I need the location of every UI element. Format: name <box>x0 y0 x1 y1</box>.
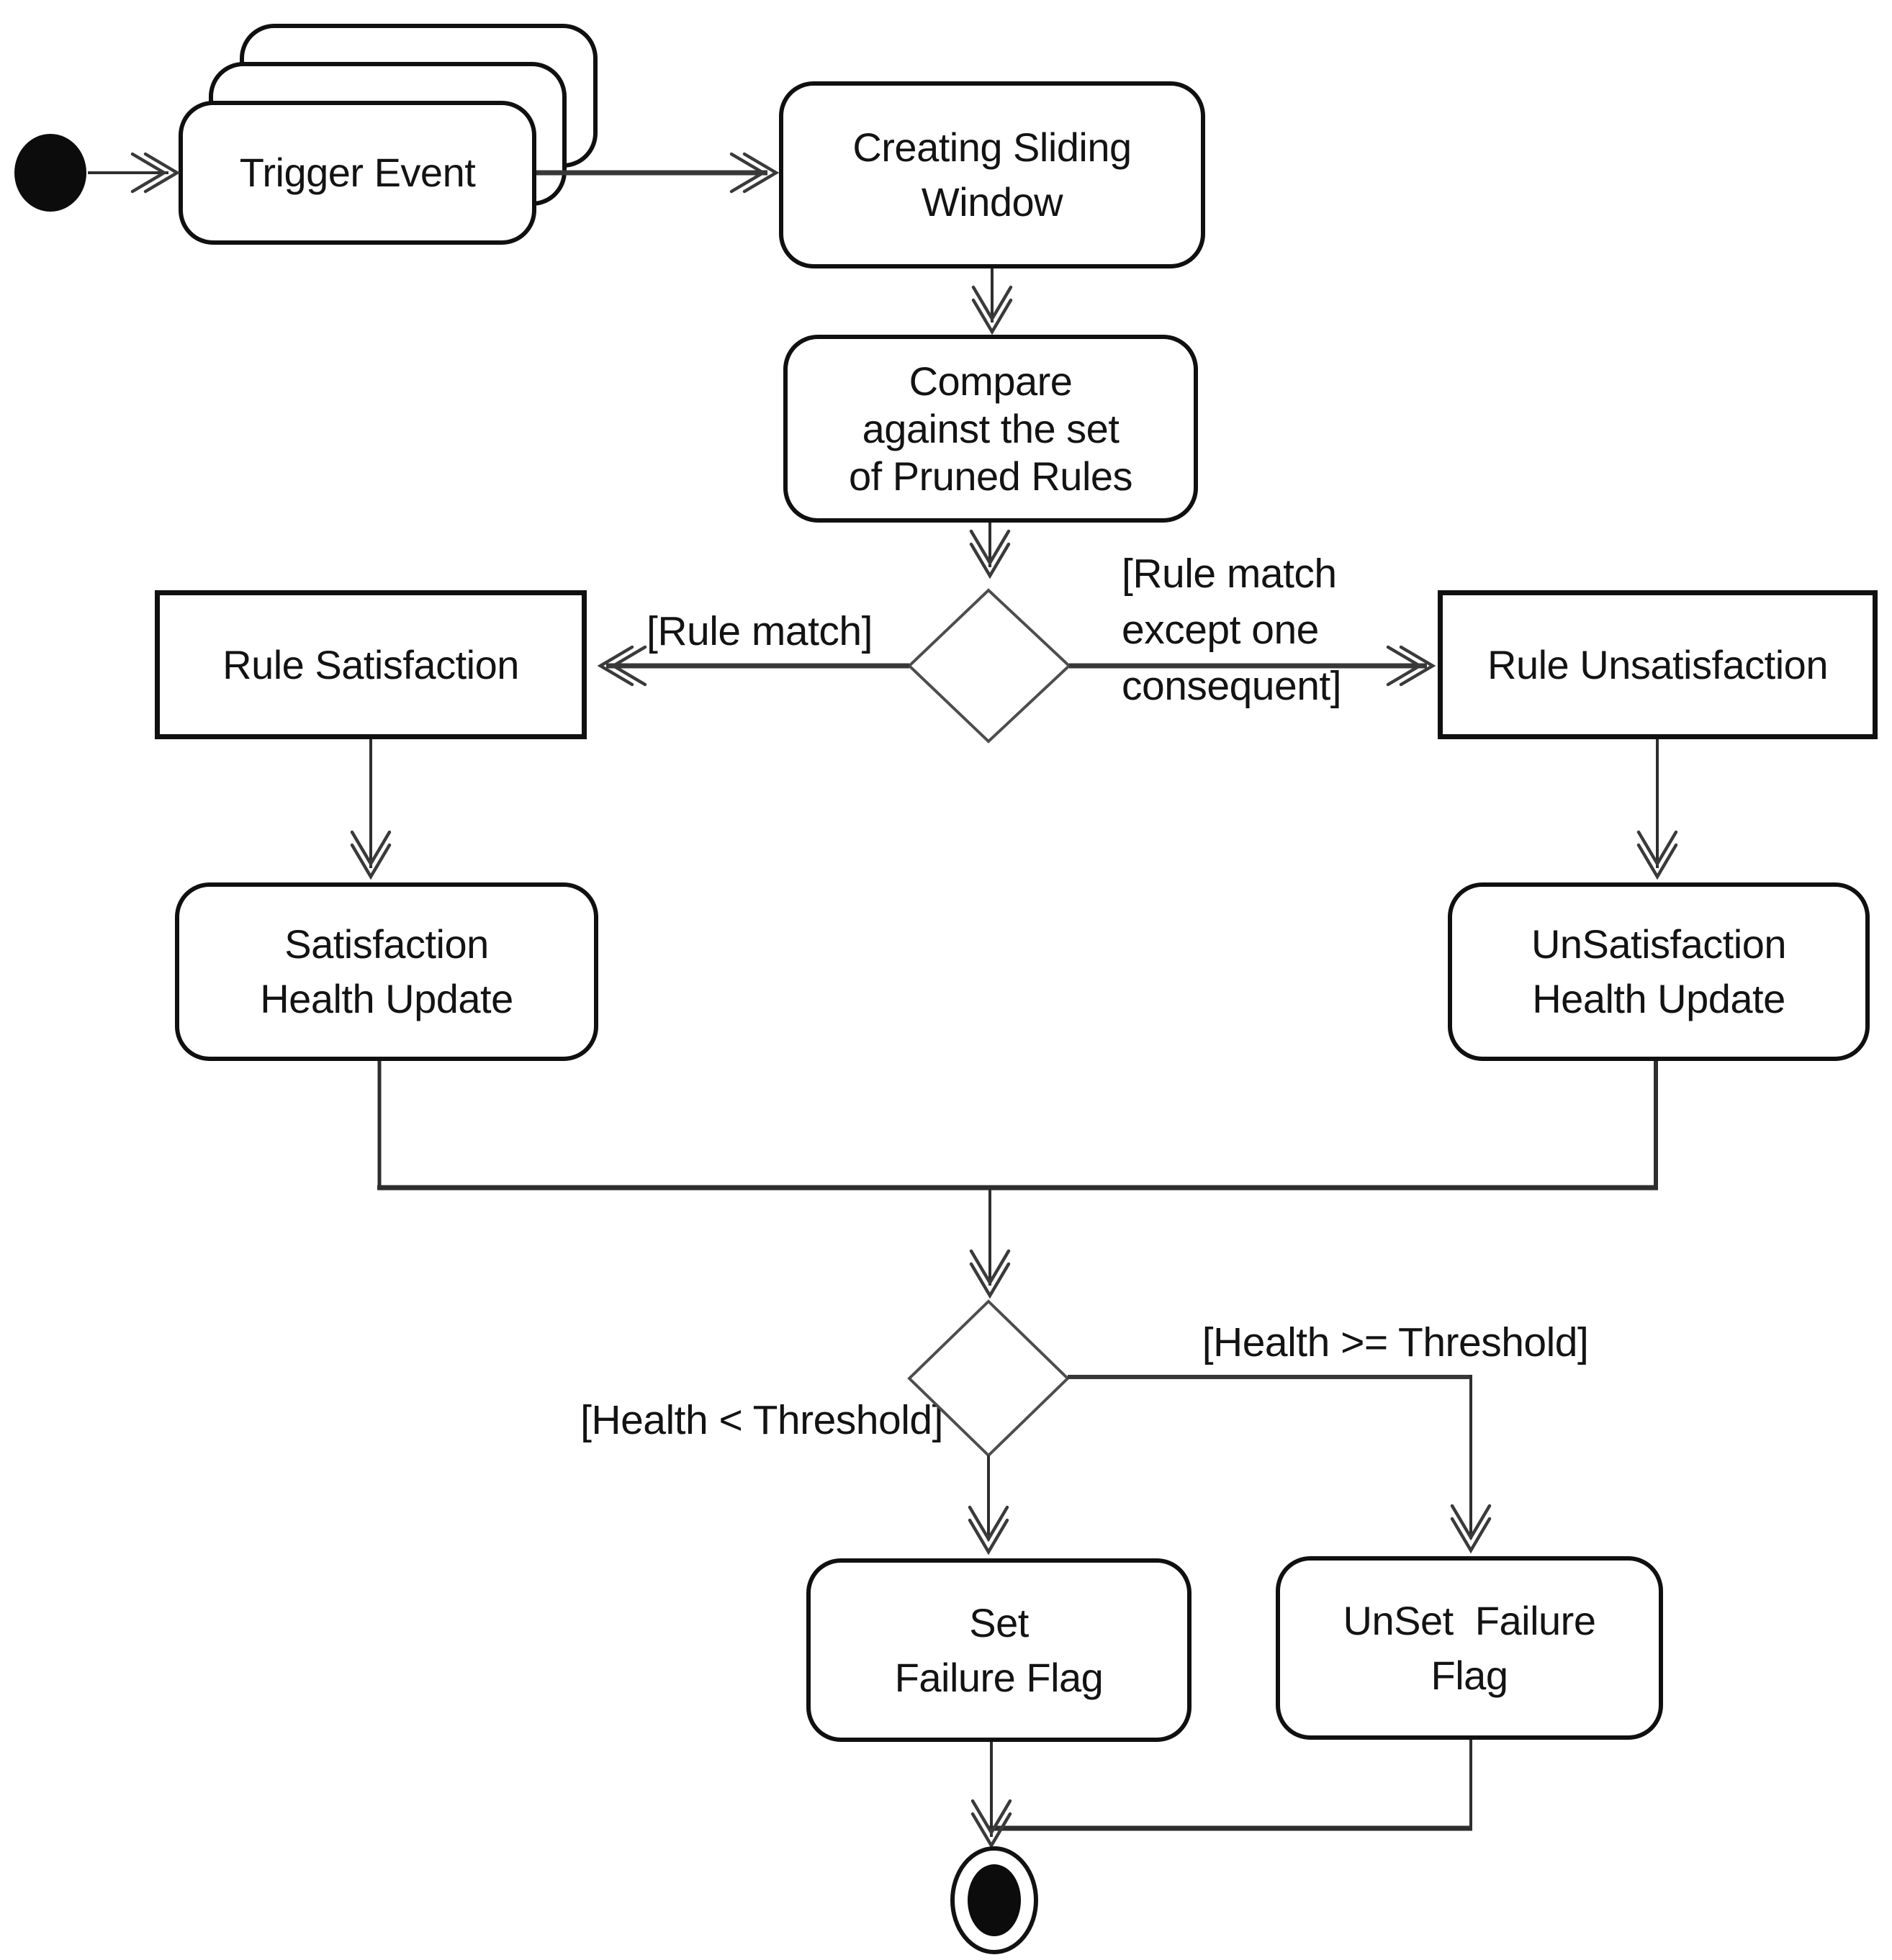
rule-satisfaction-label: Rule Satisfaction <box>222 641 519 687</box>
set-failure-flag-line1: Set <box>969 1599 1029 1645</box>
set-failure-flag-line2: Failure Flag <box>894 1654 1104 1700</box>
compare-pruned-rules-line2: against the set <box>862 405 1120 451</box>
activity-satisfaction-health-update: Satisfaction Health Update <box>175 882 598 1061</box>
edge-label-health-ge-threshold: [Health >= Threshold] <box>1177 1314 1613 1370</box>
compare-pruned-rules-line1: Compare <box>909 358 1073 404</box>
unsatisfaction-health-update-line1: UnSatisfaction <box>1531 921 1787 967</box>
edge-start-to-trigger <box>88 152 181 194</box>
edge-decision-to-set-failure-flag <box>968 1455 1009 1555</box>
edge-merge-health-branches <box>377 1061 1658 1299</box>
edge-creating-to-compare <box>971 268 1013 335</box>
unset-failure-flag-line2: Flag <box>1431 1652 1508 1698</box>
satisfaction-health-update-line2: Health Update <box>260 976 513 1021</box>
compare-pruned-rules-line3: of Pruned Rules <box>848 453 1133 499</box>
rule-match-text: [Rule match] <box>647 608 873 654</box>
creating-sliding-window-line1: Creating Sliding <box>852 125 1132 170</box>
activity-set-failure-flag: Set Failure Flag <box>806 1558 1191 1742</box>
edge-compare-to-decision-rule-match <box>969 523 1011 579</box>
edge-label-rule-match-except: [Rule match except one consequent] <box>1122 546 1381 714</box>
creating-sliding-window-line2: Window <box>921 179 1063 225</box>
trigger-event-label: Trigger Event <box>239 150 476 195</box>
decision-rule-match <box>907 588 1071 744</box>
rule-match-except-line3: consequent] <box>1122 663 1342 709</box>
edge-rule-satisfaction-to-health-update <box>350 739 392 880</box>
rule-match-except-line2: except one <box>1122 607 1319 653</box>
satisfaction-health-update-line1: Satisfaction <box>284 921 489 967</box>
final-node-ring <box>950 1846 1038 1954</box>
activity-unset-failure-flag: UnSet Failure Flag <box>1276 1556 1663 1740</box>
unset-failure-flag-line1: UnSet Failure <box>1343 1597 1596 1643</box>
edge-flags-to-final <box>970 1740 1472 1849</box>
edge-rule-unsatisfaction-to-health-update <box>1636 739 1678 880</box>
activity-creating-sliding-window: Creating Sliding Window <box>779 81 1205 268</box>
edge-label-rule-match: [Rule match] <box>619 603 900 659</box>
health-ge-threshold-text: [Health >= Threshold] <box>1202 1319 1589 1365</box>
activity-rule-unsatisfaction: Rule Unsatisfaction <box>1438 590 1878 739</box>
rule-match-except-line1: [Rule match <box>1122 551 1337 597</box>
edge-decision-to-unset-failure-flag <box>1068 1375 1492 1554</box>
activity-rule-satisfaction: Rule Satisfaction <box>155 590 587 739</box>
rule-unsatisfaction-label: Rule Unsatisfaction <box>1487 641 1828 687</box>
activity-compare-pruned-rules: Compare against the set of Pruned Rules <box>783 335 1198 523</box>
edge-label-health-lt-threshold: [Health < Threshold] <box>553 1392 970 1448</box>
activity-unsatisfaction-health-update: UnSatisfaction Health Update <box>1448 882 1870 1061</box>
final-node <box>950 1846 1038 1954</box>
unsatisfaction-health-update-line2: Health Update <box>1532 976 1785 1021</box>
health-lt-threshold-text: [Health < Threshold] <box>580 1397 943 1443</box>
initial-node <box>14 134 86 212</box>
activity-trigger-event: Trigger Event <box>179 101 536 245</box>
final-node-core <box>968 1864 1021 1936</box>
